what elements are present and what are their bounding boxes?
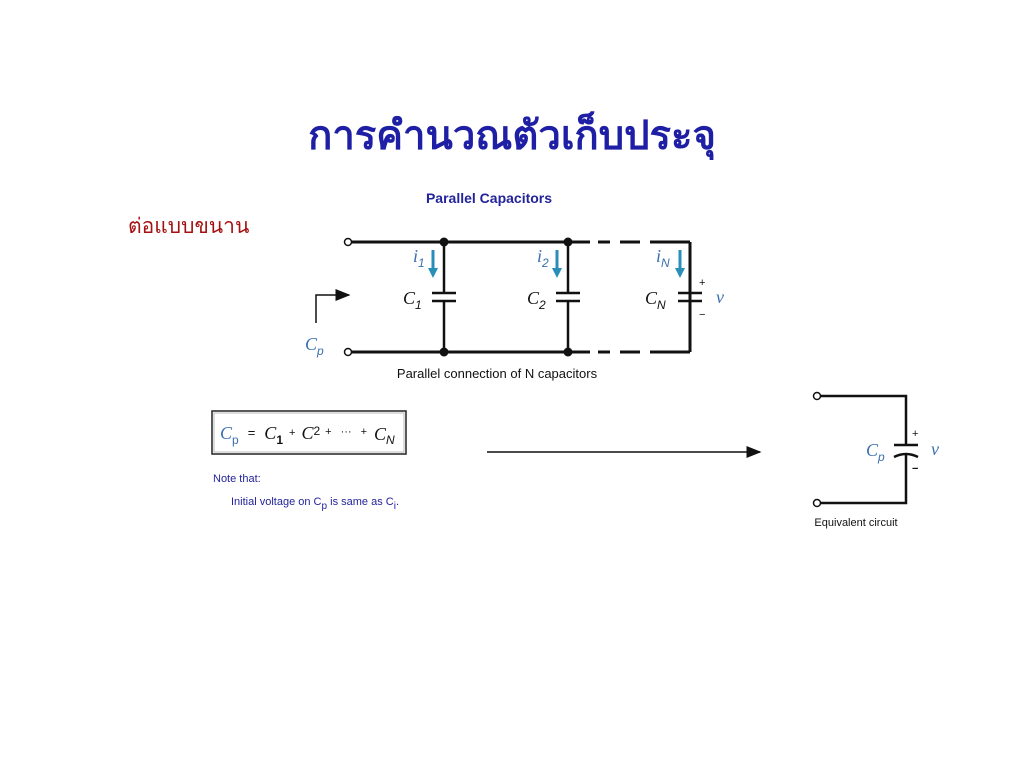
current-arrow-icon <box>428 250 438 278</box>
terminal-bottom <box>343 347 353 357</box>
terminal-top <box>812 391 822 401</box>
terminal-top <box>343 237 353 247</box>
cap-label-n: CN <box>645 288 666 312</box>
equivalent-circuit: + − Cp v Equivalent circuit <box>812 391 939 529</box>
branch-n: iN CN + − v <box>645 242 724 352</box>
current-label-n: iN <box>656 246 670 270</box>
terminal-bottom <box>812 498 822 508</box>
cp-arrow-icon <box>315 289 351 323</box>
plus-sign: + <box>912 428 918 440</box>
minus-sign: − <box>912 463 918 475</box>
cp-label: Cp <box>305 334 324 358</box>
plus-sign: + <box>699 277 705 289</box>
formula-box <box>211 410 407 455</box>
capacitor-plate <box>893 452 919 459</box>
minus-sign: − <box>699 309 705 321</box>
caption-parallel-connection: Parallel connection of N capacitors <box>397 366 598 381</box>
voltage-label: v <box>931 439 939 459</box>
voltage-label: v <box>716 287 724 307</box>
branch-2: i2 C2 <box>527 242 580 352</box>
branch-1: i1 C1 <box>403 242 456 352</box>
note-text: Initial voltage on Cp is same as Ci. <box>231 496 399 512</box>
current-arrow-icon <box>552 250 562 278</box>
cap-label-1: C1 <box>403 288 422 312</box>
caption-parallel-capacitors: Parallel Capacitors <box>426 190 552 206</box>
current-label-2: i2 <box>537 246 549 270</box>
subheading: ต่อแบบขนาน <box>128 214 250 238</box>
note-title: Note that: <box>213 473 261 485</box>
current-arrow-icon <box>675 250 685 278</box>
cap-label-2: C2 <box>527 288 546 312</box>
slide-title: การคำนวณตัวเก็บประจุ <box>308 112 716 159</box>
caption-equivalent-circuit: Equivalent circuit <box>814 517 897 529</box>
current-label-1: i1 <box>413 246 425 270</box>
formula: Cp = C1 + C2 + ··· + CN <box>220 422 395 448</box>
cp-label: Cp <box>866 440 885 464</box>
